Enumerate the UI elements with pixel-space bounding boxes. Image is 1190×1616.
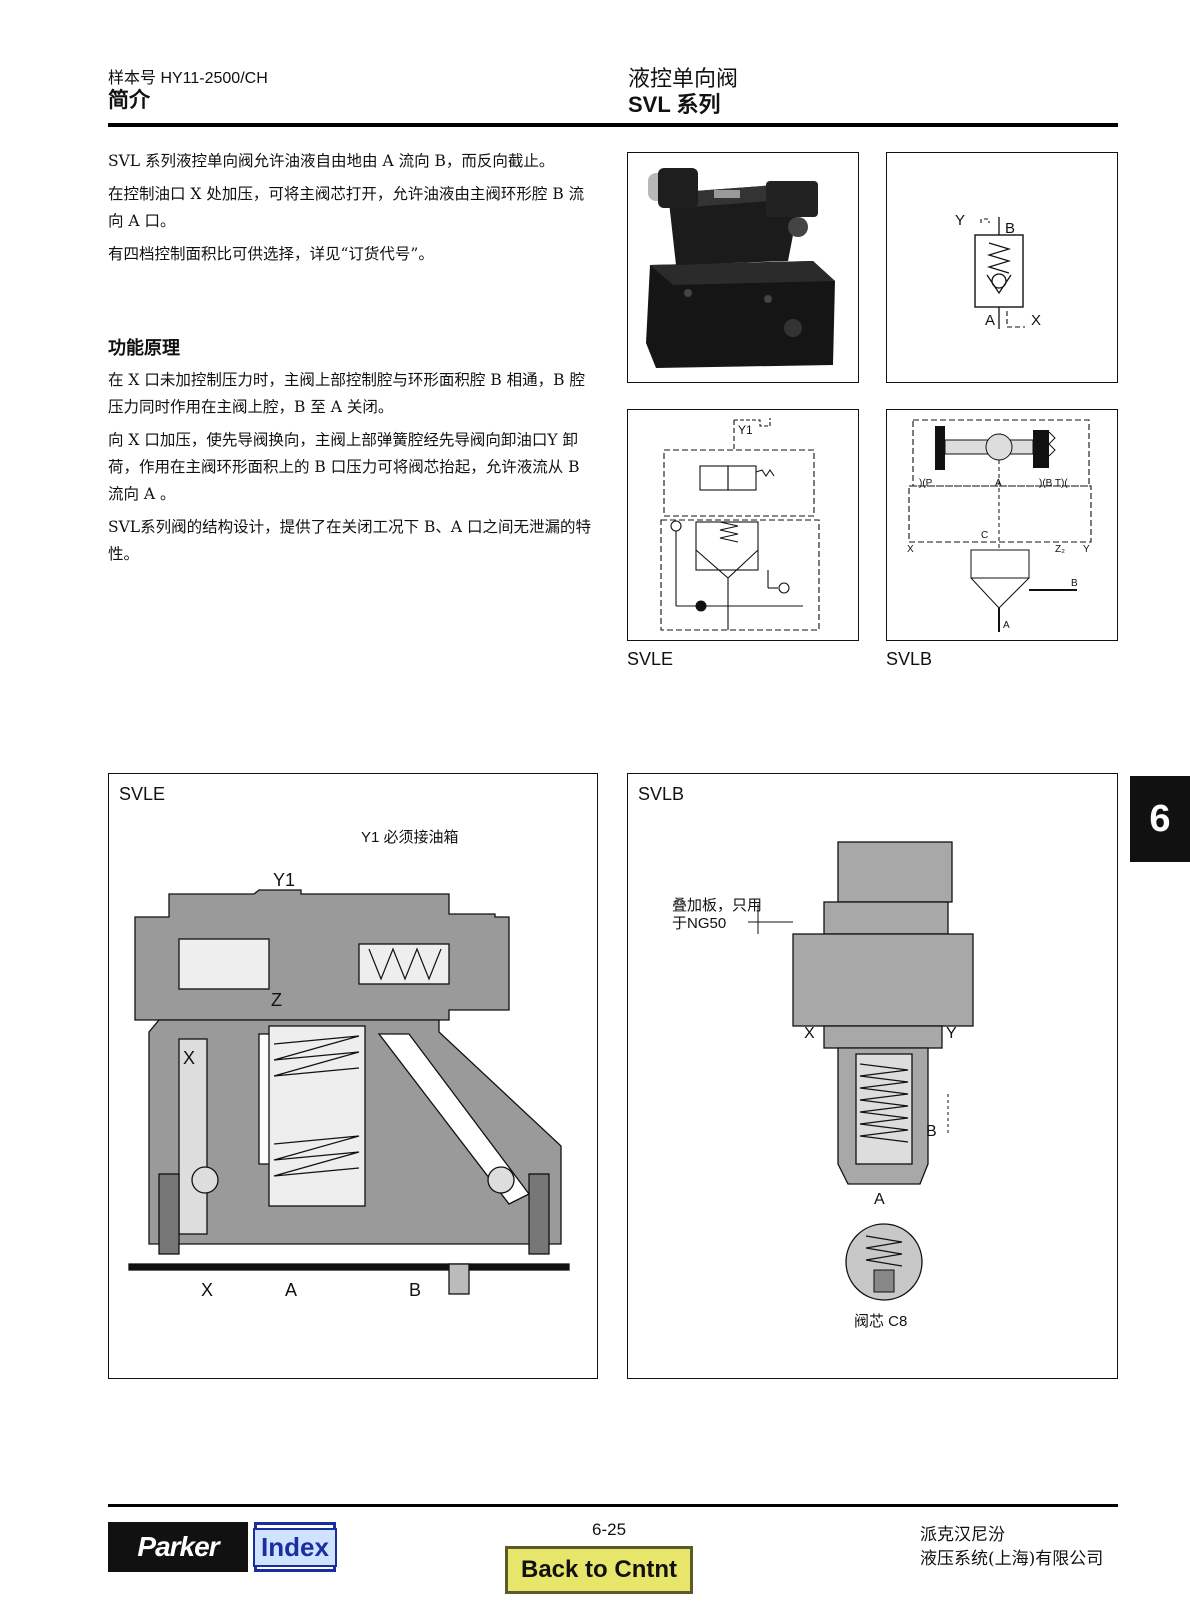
y1-note: Y1 必须接油箱 xyxy=(361,829,459,846)
hydraulic-symbol: Y B A X xyxy=(886,152,1118,383)
port-b-label: B xyxy=(409,1280,421,1300)
product-photo xyxy=(627,152,859,383)
port-p-label: )(P xyxy=(919,478,933,489)
svle-circuit-diagram: Y1 xyxy=(660,418,820,631)
port-a-label: A xyxy=(985,312,995,329)
port-a-label: A xyxy=(995,478,1002,489)
header-rule xyxy=(108,123,1118,127)
port-a-bottom-label: A xyxy=(1003,620,1010,631)
svlb-circuit-diagram: )(P A )(B T)( X C Z₂ Y B A xyxy=(907,419,1092,632)
footer-rule xyxy=(108,1504,1118,1507)
valve-photo-illustration xyxy=(628,153,858,382)
svlb-schematic: )(P A )(B T)( X C Z₂ Y B A xyxy=(886,409,1118,641)
section-title: 简介 xyxy=(108,89,150,112)
series-title: SVL 系列 xyxy=(628,92,721,117)
y1-port-label: Y1 xyxy=(273,870,295,890)
port-c-label: C xyxy=(981,530,988,541)
page-number: 6-25 xyxy=(592,1520,627,1539)
parker-logo: Parker xyxy=(108,1522,248,1572)
port-a-label: A xyxy=(285,1280,297,1300)
panel-title: SVLB xyxy=(638,784,685,804)
ng50-note-line1: 叠加板，只用 xyxy=(672,896,762,914)
intro-paragraph: SVL 系列液控单向阀允许油液自由地由 A 流向 B，而反向截止。 xyxy=(108,152,555,170)
svle-schematic: Y1 xyxy=(627,409,859,641)
function-paragraph: 在 X 口未加控制压力时，主阀上部控制腔与环形面积腔 B 相通，B 腔压力同时作… xyxy=(108,371,585,416)
port-x-label: X xyxy=(201,1280,213,1300)
check-valve-symbol: Y B A X xyxy=(955,212,1041,329)
port-bt-label: )(B T)( xyxy=(1039,478,1068,489)
poppet-label: 阀芯 C8 xyxy=(854,1313,907,1330)
svle-section-panel: SVLE Y1 必须接油箱 Y1 Z X X A B xyxy=(108,773,598,1379)
x-inner-label: X xyxy=(183,1048,195,1068)
svlb-sectional-drawing: 叠加板，只用 于NG50 X Y B A 阀芯 C8 xyxy=(672,841,974,1330)
intro-text: SVL 系列液控单向阀允许油液自由地由 A 流向 B，而反向截止。 在控制油口 … xyxy=(108,148,598,274)
index-button-label: Index xyxy=(253,1527,337,1567)
function-text: 在 X 口未加控制压力时，主阀上部控制腔与环形面积腔 B 相通，B 腔压力同时作… xyxy=(108,367,598,574)
catalog-number: 样本号 HY11-2500/CH xyxy=(108,70,268,87)
brand-name: Parker xyxy=(137,1531,219,1562)
panel-title: SVLE xyxy=(119,784,166,804)
y1-label: Y1 xyxy=(738,423,753,437)
back-to-contents-button[interactable]: Back to Cntnt xyxy=(505,1546,693,1594)
index-button[interactable]: Index xyxy=(253,1522,337,1572)
z-label: Z xyxy=(271,990,282,1010)
function-paragraph: SVL系列阀的结构设计，提供了在关闭工况下 B、A 口之间无泄漏的特性。 xyxy=(108,518,592,563)
port-x-label: X xyxy=(1031,312,1041,329)
svlb-caption: SVLB xyxy=(886,649,933,669)
company-name-line1: 派克汉尼汾 xyxy=(920,1525,1005,1545)
port-b-label: B xyxy=(926,1123,937,1140)
intro-paragraph: 在控制油口 X 处加压，可将主阀芯打开，允许油液由主阀环形腔 B 流向 A 口。 xyxy=(108,185,585,230)
function-heading: 功能原理 xyxy=(108,338,180,358)
port-a-label: A xyxy=(874,1191,885,1208)
chapter-tab: 6 xyxy=(1130,776,1190,862)
port-b-label: B xyxy=(1071,578,1078,589)
port-b-label: B xyxy=(1005,220,1015,237)
function-paragraph: 向 X 口加压，使先导阀换向，主阀上部弹簧腔经先导阀向卸油口Y 卸荷，作用在主阀… xyxy=(108,431,580,503)
company-name-line2: 液压系统(上海)有限公司 xyxy=(920,1549,1104,1569)
svle-sectional-drawing: Y1 必须接油箱 Y1 Z X X A B xyxy=(128,829,570,1300)
ng50-note-line2: 于NG50 xyxy=(672,915,726,932)
svle-caption: SVLE xyxy=(627,649,674,669)
svlb-section-panel: SVLB 叠加板，只用 于NG50 X Y B A 阀芯 C8 xyxy=(627,773,1118,1379)
port-z2-label: Z₂ xyxy=(1055,544,1065,555)
intro-paragraph: 有四档控制面积比可供选择，详见“订货代号”。 xyxy=(108,245,434,263)
page-title: 液控单向阀 xyxy=(628,66,739,91)
port-x-label: X xyxy=(907,544,914,555)
port-y-label: Y xyxy=(1083,544,1090,555)
port-y-label: Y xyxy=(946,1025,957,1042)
port-x-label: X xyxy=(804,1025,815,1042)
port-y-label: Y xyxy=(955,212,965,229)
